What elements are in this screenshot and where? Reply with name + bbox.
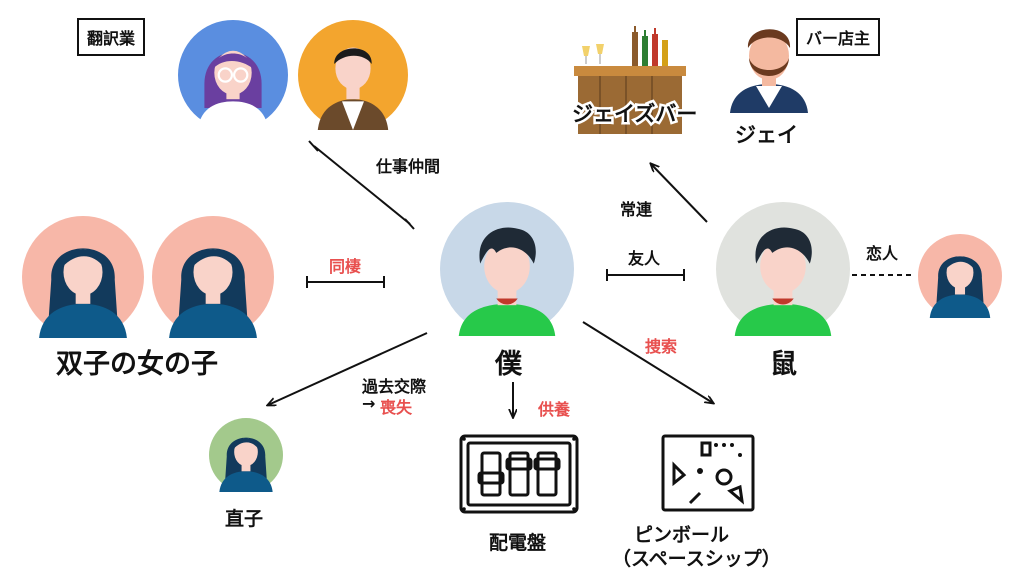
coworkers-label: 仕事仲間 <box>376 157 441 176</box>
nezumi-label: 鼠 <box>770 349 797 380</box>
coworker-woman-avatar <box>178 20 288 130</box>
edge-past <box>268 332 428 405</box>
jay-avatar <box>730 29 808 113</box>
regular-label: 常連 <box>620 200 653 219</box>
edge-search <box>582 321 713 403</box>
switchboard-icon <box>459 434 579 514</box>
naoko-avatar <box>209 418 283 492</box>
funeral-label: 供養 <box>538 400 571 419</box>
pinball-label: ピンボール <box>634 524 730 546</box>
friend-label: 友人 <box>628 249 661 268</box>
edge-regular <box>651 164 708 223</box>
bar-counter-illustration <box>574 26 686 134</box>
pinball-subtitle: （スペースシップ） <box>612 548 781 570</box>
naoko-label: 直子 <box>225 508 264 530</box>
cohabit-label: 同棲 <box>329 257 362 276</box>
loss-label: 喪失 <box>380 398 413 417</box>
jay-label: ジェイ <box>735 123 798 147</box>
twins-label: 双子の女の子 <box>56 349 218 380</box>
twin-right-avatar <box>152 216 274 338</box>
past-arrow-symbol: → <box>362 394 376 413</box>
lover-avatar <box>918 234 1002 318</box>
boku-label: 僕 <box>495 349 522 380</box>
lover-label: 恋人 <box>866 244 899 263</box>
twin-left-avatar <box>22 216 144 338</box>
jays-bar-label: ジェイズバー <box>572 102 698 126</box>
jays-bar-label-outline: ジェイズバー <box>569 100 699 129</box>
pinball-machine-icon <box>661 434 755 512</box>
translation-box: 翻訳業 <box>77 18 146 56</box>
coworker-man-avatar <box>298 20 408 130</box>
edge-coworkers <box>313 145 411 225</box>
bar-owner-box: バー店主 <box>796 18 881 56</box>
search-label: 捜索 <box>645 337 678 356</box>
boku-avatar <box>440 202 574 336</box>
switchboard-label: 配電盤 <box>489 532 547 554</box>
nezumi-avatar <box>716 202 850 336</box>
past-relationship-label: 過去交際 <box>362 377 427 396</box>
